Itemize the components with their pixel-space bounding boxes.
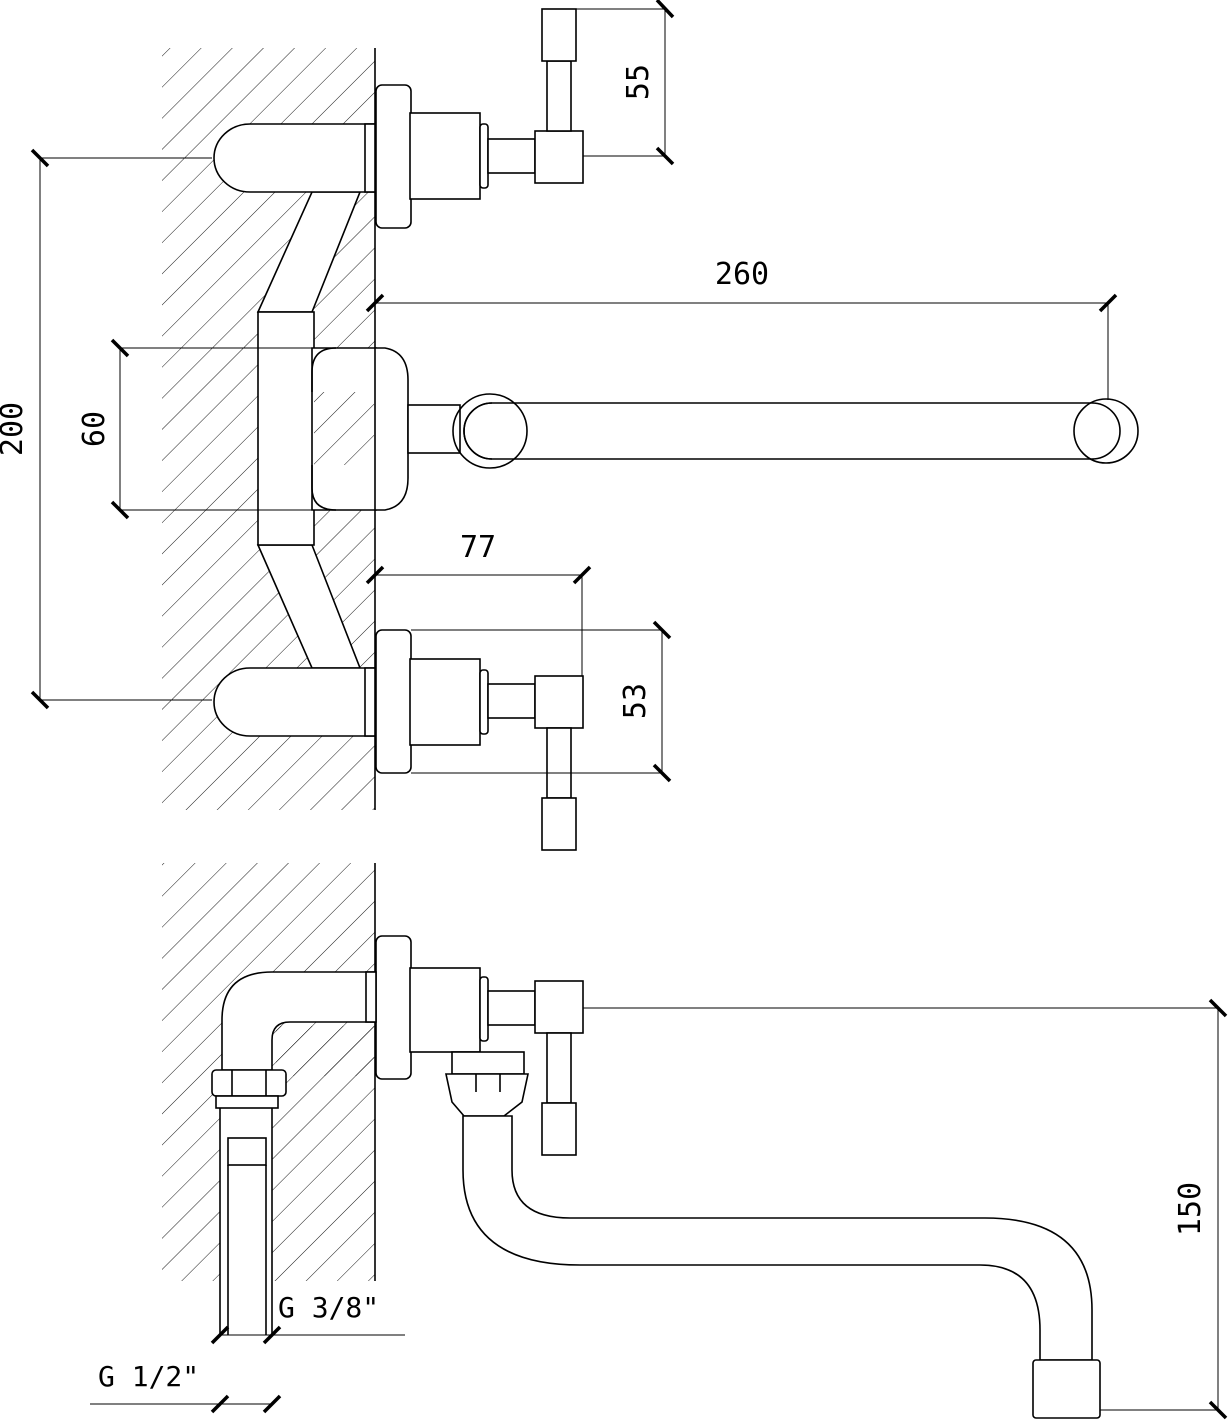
dim-label-60: 60 — [77, 411, 112, 447]
rosette-upper — [375, 84, 412, 229]
spout-top-view — [463, 402, 1121, 460]
dimension-53: 53 — [411, 620, 672, 783]
dim-label-55: 55 — [621, 64, 656, 100]
hex-nut — [211, 1069, 287, 1097]
dimension-77: 77 — [365, 530, 592, 676]
dimension-55: 55 — [576, 0, 675, 166]
rosette-side — [375, 935, 412, 1080]
thread-text-inlet: G 1/2" — [98, 1360, 199, 1393]
side-view: 150 G 3/8" G 1/2" — [90, 863, 1228, 1420]
mixer-body-core — [257, 311, 315, 546]
spout-housing — [374, 347, 409, 511]
handle-grip-side — [541, 1102, 577, 1156]
dim-label-150: 150 — [1173, 1182, 1208, 1236]
valve-body-lower — [409, 658, 481, 746]
dimension-60: 60 — [77, 338, 376, 520]
handle-hub-side — [534, 980, 584, 1034]
thread-label-outlet: G 3/8" — [210, 1291, 405, 1345]
valve-body-upper — [409, 112, 481, 200]
thread-label-inlet: G 1/2" — [90, 1360, 282, 1414]
handle-lever-lower — [546, 727, 572, 799]
inlet-elbow-lower — [213, 667, 376, 737]
dim-label-53: 53 — [618, 683, 653, 719]
dim-label-200: 200 — [0, 402, 30, 456]
spout-swivel-nut — [445, 1073, 529, 1117]
inlet-adapter — [227, 1137, 267, 1166]
handle-hub-upper — [534, 130, 584, 184]
top-view: 55 260 200 60 — [0, 0, 1139, 851]
dim-label-260: 260 — [715, 257, 769, 292]
thread-text-outlet: G 3/8" — [278, 1291, 379, 1324]
dimension-150: 150 — [583, 998, 1228, 1420]
handle-grip-upper — [541, 8, 577, 62]
dimension-260: 260 — [365, 257, 1118, 400]
valve-body-side — [409, 967, 481, 1053]
inlet-elbow-upper — [213, 123, 376, 193]
dimension-200: 200 — [0, 148, 212, 710]
handle-lever-upper — [546, 60, 572, 132]
aerator — [1032, 1359, 1101, 1419]
dim-label-77: 77 — [460, 530, 496, 565]
rosette-lower — [375, 629, 412, 774]
handle-grip-lower — [541, 797, 577, 851]
handle-lever-side — [546, 1032, 572, 1104]
handle-hub-lower — [534, 675, 584, 729]
